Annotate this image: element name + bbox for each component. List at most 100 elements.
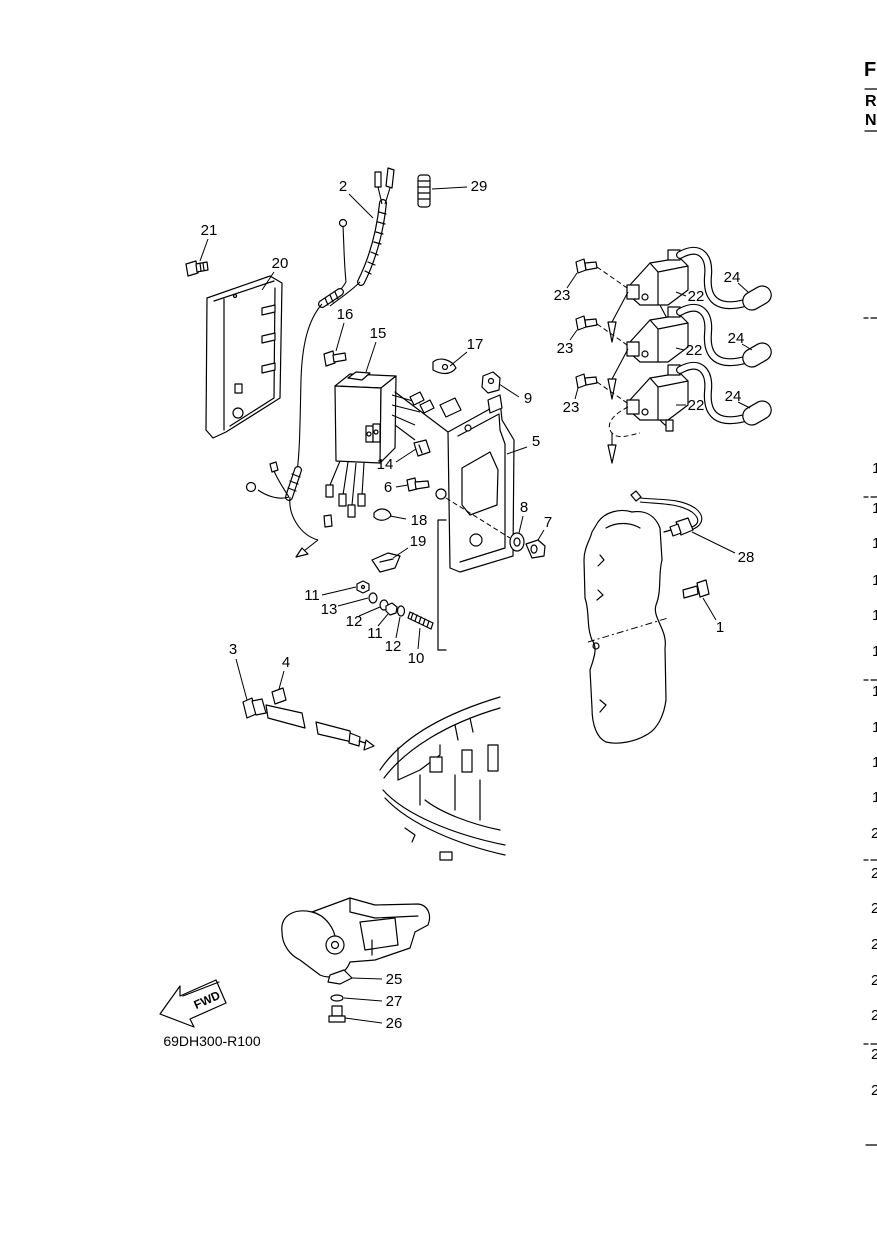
- part-18-clip: [373, 508, 392, 521]
- part-17-clamp: [432, 358, 457, 375]
- part-1-bolt: [682, 579, 710, 599]
- right-edge-column: F R N 1 1 1 1 1 1 1 1 1 1 2 2 2 2 2 2 2 …: [863, 59, 877, 1146]
- callout-6: 6: [384, 479, 392, 496]
- callout-1: 1: [716, 619, 724, 636]
- edge-number: 2: [871, 825, 877, 842]
- edge-number: 2: [871, 900, 877, 917]
- part-23-bolt: [575, 258, 587, 274]
- callout-23: 23: [557, 340, 574, 357]
- part-9-grommet: [481, 371, 501, 394]
- callout-11: 11: [304, 587, 320, 604]
- part-11-nut: [385, 602, 398, 616]
- part-24-plug-cap: [742, 285, 772, 311]
- callout-9: 9: [524, 390, 532, 407]
- edge-number: 1: [872, 607, 877, 624]
- edge-number: 2: [871, 936, 877, 953]
- figure-code: 69DH300-R100: [163, 1033, 260, 1049]
- part-14-clamp: [413, 439, 431, 457]
- part-7-grommet: [525, 539, 546, 559]
- callout-8: 8: [520, 499, 528, 516]
- edge-header-f: F: [864, 59, 876, 81]
- edge-number: 2: [871, 972, 877, 989]
- edge-number: 1: [872, 754, 877, 771]
- callout-22: 22: [688, 397, 705, 414]
- edge-number: 1: [872, 683, 877, 700]
- callout-16: 16: [337, 306, 354, 323]
- edge-number: 1: [872, 535, 877, 552]
- leader-lines: [199, 186, 753, 1024]
- part-23-bolt: [575, 373, 587, 389]
- edge-number: 2: [871, 1082, 877, 1099]
- ignition-coil-row-3: [575, 361, 772, 464]
- part-8-collar: [509, 532, 525, 552]
- callout-4: 4: [282, 654, 290, 671]
- edge-number: 1: [872, 719, 877, 736]
- callout-labels: 2 29 21 20 16 15 17 9 5 14 6 18 8 7 19 1…: [201, 178, 755, 1032]
- part-28-sensor: [630, 490, 703, 537]
- ignition-coil-row-1: [575, 246, 772, 343]
- part-24-plug-cap: [742, 400, 772, 426]
- edge-number: 1: [872, 572, 877, 589]
- callout-2: 2: [339, 178, 347, 195]
- part-21-bolt: [185, 260, 209, 277]
- edge-number: 1: [872, 460, 877, 477]
- callout-17: 17: [467, 336, 484, 353]
- bottom-cowling-outline: [379, 696, 506, 861]
- callout-25: 25: [386, 971, 403, 988]
- part-16-bolt: [323, 350, 347, 367]
- part-11-nut: [356, 580, 370, 594]
- part-4-tag: [271, 687, 287, 705]
- part-15-cdi-unit: [325, 371, 462, 518]
- callout-18: 18: [411, 512, 428, 529]
- edge-number: 2: [871, 1046, 877, 1063]
- callout-22: 22: [686, 342, 703, 359]
- callout-19: 19: [410, 533, 427, 550]
- part-13-washer: [368, 592, 378, 604]
- lower-bracket-outline: [281, 897, 431, 978]
- callout-29: 29: [471, 178, 488, 195]
- fwd-arrow-icon: FWD: [159, 979, 227, 1028]
- callout-22: 22: [688, 288, 705, 305]
- part-3-sensor: [242, 697, 375, 751]
- edge-number: 2: [871, 865, 877, 882]
- callout-15: 15: [370, 325, 387, 342]
- callout-28: 28: [738, 549, 755, 566]
- edge-number: 1: [872, 643, 877, 660]
- edge-number: 1: [872, 789, 877, 806]
- part-5-bracket-plate: [447, 394, 515, 573]
- callout-24: 24: [728, 330, 745, 347]
- callout-14: 14: [377, 456, 394, 473]
- callout-24: 24: [724, 269, 741, 286]
- edge-number: 1: [872, 500, 877, 517]
- callout-12: 12: [346, 613, 363, 630]
- callout-26: 26: [386, 1015, 403, 1032]
- part-23-bolt: [575, 315, 587, 331]
- callout-5: 5: [532, 433, 540, 450]
- callout-13: 13: [321, 601, 338, 618]
- ignition-coil-row-2: [575, 303, 772, 400]
- callout-3: 3: [229, 641, 237, 658]
- callout-21: 21: [201, 222, 218, 239]
- callout-23: 23: [554, 287, 571, 304]
- part-25-clamp: [327, 969, 353, 985]
- assembly-lines: [394, 391, 511, 651]
- part-26-bolt: [328, 1005, 346, 1023]
- part-24-plug-cap: [742, 342, 772, 368]
- part-27-washer: [330, 994, 344, 1002]
- part-2-wire-harness: [245, 167, 395, 558]
- part-20-cover: [205, 275, 283, 439]
- edge-header-n: N: [865, 112, 877, 129]
- callout-20: 20: [272, 255, 289, 272]
- callout-27: 27: [386, 993, 403, 1010]
- engine-block-outline: [583, 509, 669, 744]
- edge-number: 2: [871, 1007, 877, 1024]
- callout-24: 24: [725, 388, 742, 405]
- callout-7: 7: [544, 514, 552, 531]
- part-12-washer: [396, 605, 406, 617]
- parts-11-13-12-nuts-washers: [356, 580, 406, 617]
- edge-header-r: R: [865, 93, 877, 110]
- part-10-stud: [407, 611, 434, 630]
- part-6-bolt: [406, 477, 447, 500]
- callout-11: 11: [367, 625, 383, 642]
